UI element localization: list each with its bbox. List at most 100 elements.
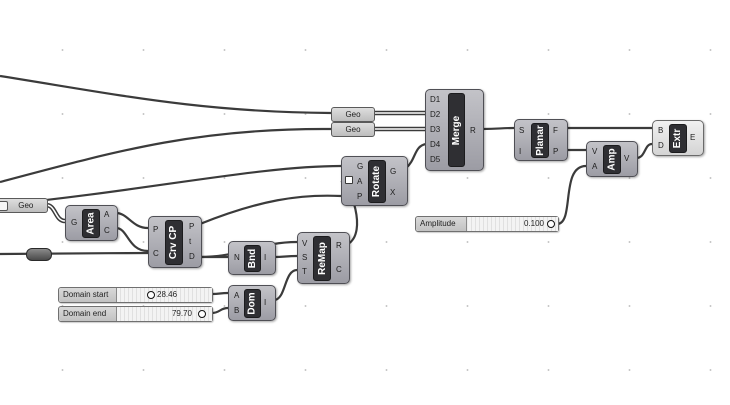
planar-component[interactable]: S I Planar F P [514,119,568,161]
extr-core: Extr [669,124,687,153]
amp-output-v[interactable]: V [624,154,630,163]
crv-cp-component[interactable]: P C Crv CP P t D [148,216,202,268]
merge-input-d3[interactable]: D3 [430,125,441,134]
area-output-a[interactable]: A [104,210,110,219]
rotate-input-g[interactable]: G [357,162,364,171]
wire-offscreen-to-geo-1 [0,74,332,115]
rotate-angle-degree-icon [345,176,353,184]
area-component[interactable]: G Area A C [65,205,118,241]
geo-param-left[interactable]: Geo [0,198,48,213]
dom-input-a[interactable]: A [234,291,240,300]
wire-dom-to-remap [273,268,298,302]
geo-param-left-icon [0,200,8,211]
geo-param-2[interactable]: Geo [331,122,375,137]
remap-input-s[interactable]: S [302,253,308,262]
bnd-label: Bnd [247,248,259,269]
planar-core: Planar [531,123,549,158]
amp-label: Amp [606,148,618,171]
wire-bnd-to-remap [273,254,298,259]
wire-domend-to-dom [211,306,229,315]
crvcp-output-t[interactable]: t [189,237,192,246]
wire-merge-to-planar [481,126,515,131]
merge-input-d1[interactable]: D1 [430,95,441,104]
bnd-component[interactable]: N Bnd I [228,241,276,275]
dom-input-b[interactable]: B [234,306,240,315]
planar-output-p[interactable]: P [553,147,559,156]
planar-input-s[interactable]: S [519,126,525,135]
wire-area-to-crvcp [115,226,149,253]
geo-param-left-label: Geo [18,201,34,210]
remap-input-t[interactable]: T [302,267,307,276]
amp-input-v[interactable]: V [592,147,598,156]
geo-param-1-label: Geo [345,110,361,119]
area-input-g[interactable]: G [71,218,78,227]
geo-param-1[interactable]: Geo [331,107,375,122]
crvcp-output-d[interactable]: D [189,252,195,261]
rotate-output-g[interactable]: G [390,167,397,176]
merge-input-d5[interactable]: D5 [430,155,441,164]
merge-core: Merge [448,93,465,167]
remap-label: ReMap [316,242,328,275]
domain-start-slider-track[interactable] [117,288,212,302]
amplitude-slider[interactable]: Amplitude 0.100 [415,216,559,232]
crvcp-output-p[interactable]: P [189,222,195,231]
planar-output-f[interactable]: F [553,126,558,135]
amp-input-a[interactable]: A [592,162,598,171]
domain-start-slider-value: 28.46 [157,290,178,299]
planar-label: Planar [534,125,546,156]
merge-component[interactable]: D1 D2 D3 D4 D5 Merge R [425,89,484,171]
wire-crvcp-to-rotate [199,194,342,226]
remap-output-c[interactable]: C [336,265,342,274]
merge-label: Merge [451,115,463,145]
geo-param-2-label: Geo [345,125,361,134]
domain-start-slider-grip[interactable] [147,291,155,299]
rotate-output-x[interactable]: X [390,188,396,197]
remap-core: ReMap [313,236,331,281]
remap-component[interactable]: V S T ReMap R C [297,232,350,284]
remap-output-r[interactable]: R [336,241,342,250]
crvcp-core: Crv CP [165,220,183,265]
domain-end-slider-grip[interactable] [198,310,206,318]
domain-end-slider-label: Domain end [59,307,117,321]
wire-relay[interactable] [26,248,52,261]
planar-input-i[interactable]: I [519,147,522,156]
remap-input-v[interactable]: V [302,239,308,248]
extr-output-e[interactable]: E [690,133,696,142]
wire-left-to-rotate-g [0,164,342,207]
bnd-core: Bnd [244,245,261,272]
extr-input-d[interactable]: D [658,141,664,150]
crvcp-input-c[interactable]: C [153,249,159,258]
rotate-label: Rotate [371,165,383,198]
extr-component[interactable]: B D Extr E [652,120,704,156]
extr-input-b[interactable]: B [658,126,664,135]
area-output-c[interactable]: C [104,226,110,235]
rotate-input-p[interactable]: P [357,192,363,201]
rotate-core: Rotate [368,160,386,203]
merge-output-r[interactable]: R [470,126,476,135]
wire-relay-to-crvcp [0,251,149,256]
amplitude-slider-grip[interactable] [547,220,555,228]
extr-label: Extr [672,128,684,149]
domain-start-slider-label: Domain start [59,288,117,302]
merge-input-d4[interactable]: D4 [430,140,441,149]
wire-area-a-to-crvcp [115,211,149,230]
crvcp-input-p[interactable]: P [153,225,159,234]
bnd-input-n[interactable]: N [234,253,240,262]
dom-component[interactable]: A B Dom I [228,285,276,321]
crvcp-label: Crv CP [168,225,180,260]
domain-end-slider-track[interactable] [117,307,212,321]
dom-core: Dom [244,289,261,318]
wire-amplitude-to-amp [556,164,587,226]
domain-end-slider[interactable]: Domain end 79.70 [58,306,213,322]
rotate-input-a[interactable]: A [357,177,363,186]
wire-rotate-to-merge-d4 [405,142,427,169]
amp-component[interactable]: V A Amp V [586,141,638,177]
bnd-output-i[interactable]: I [264,253,267,262]
dom-output-i[interactable]: I [264,298,267,307]
merge-input-d2[interactable]: D2 [430,110,441,119]
amplitude-slider-track[interactable] [468,217,558,231]
wire-domstart-to-dom [211,291,229,296]
wire-amp-to-extr [635,142,653,160]
domain-start-slider[interactable]: Domain start 28.46 [58,287,213,303]
rotate-component[interactable]: G A P Rotate G X [341,156,408,206]
